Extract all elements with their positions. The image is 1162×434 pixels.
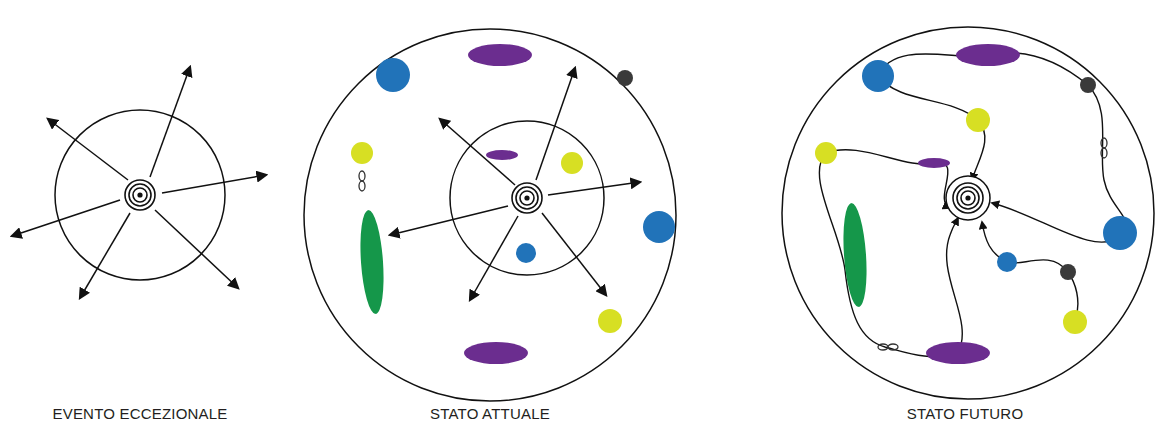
panel-caption: STATO ATTUALE bbox=[286, 405, 694, 422]
panel-circle: STATO ATTUALE bbox=[286, 20, 694, 425]
panel-caption: EVENTO ECCEZIONALE bbox=[16, 405, 264, 422]
panel-caption: STATO FUTURO bbox=[766, 405, 1162, 422]
panel-circle: STATO FUTURO bbox=[766, 20, 1162, 425]
panel-circle: EVENTO ECCEZIONALE bbox=[16, 30, 264, 425]
